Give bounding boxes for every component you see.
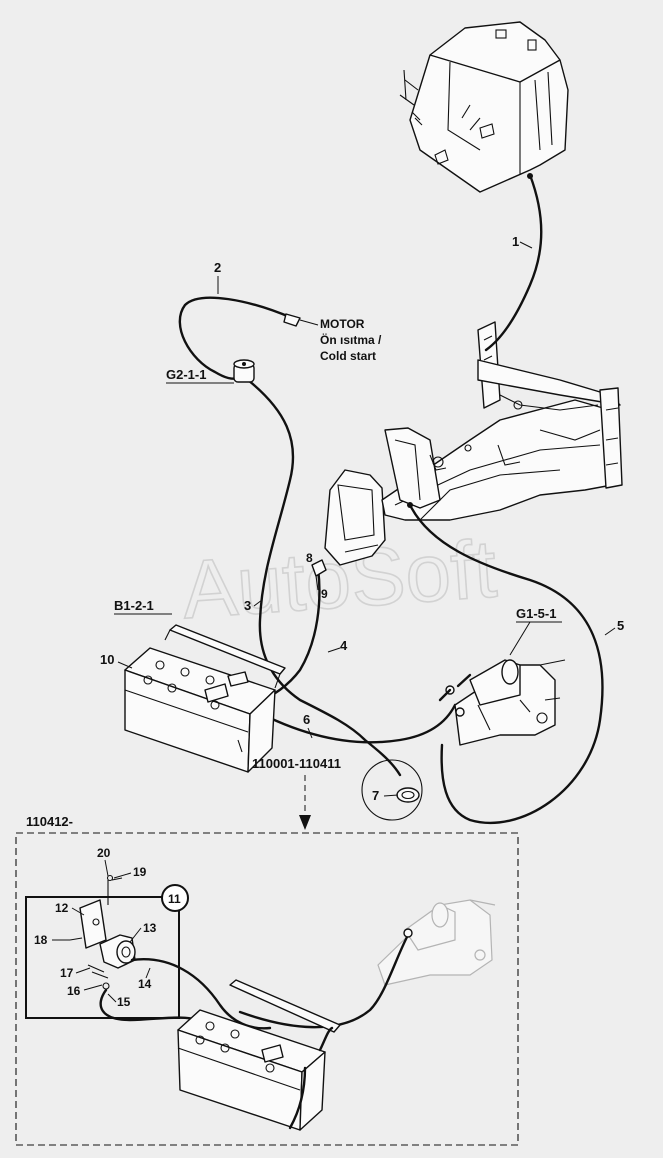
part-label-4: 4 <box>340 638 348 653</box>
part-label-15: 15 <box>117 995 131 1009</box>
part-label-12: 12 <box>55 901 69 915</box>
part-label-5: 5 <box>617 618 624 633</box>
battery-b1 <box>124 624 286 773</box>
ref-b1: B1-2-1 <box>114 598 154 613</box>
part-label-6: 6 <box>303 712 310 727</box>
motor-note-line2: Ön ısıtma / <box>320 332 382 347</box>
part-label-18: 18 <box>34 933 48 947</box>
part-label-2: 2 <box>214 260 221 275</box>
starter-ghost-drawing <box>377 899 496 986</box>
starter-g1 <box>438 659 566 746</box>
part-label-16: 16 <box>67 984 81 998</box>
part-label-14: 14 <box>138 977 152 991</box>
part-label-9: 9 <box>321 587 328 601</box>
preheat-relay-g2 <box>233 359 255 383</box>
motor-note-line3: Cold start <box>320 349 376 363</box>
part-label-7: 7 <box>372 788 379 803</box>
top-labels: 1 2 MOTOR Ön ısıtma / Cold start G2-1-1 … <box>26 234 624 830</box>
part-label-10: 10 <box>100 652 114 667</box>
part-label-8: 8 <box>306 551 313 565</box>
cab-drawing <box>399 21 569 193</box>
ref-g2: G2-1-1 <box>166 367 206 382</box>
detail-labels: 20 19 12 13 18 17 14 16 15 <box>34 846 157 1009</box>
ref-g1: G1-5-1 <box>516 606 556 621</box>
relay-detail-box: 11 <box>25 874 189 1019</box>
serial-range-new: 110412- <box>26 814 73 829</box>
part-label-1: 1 <box>512 234 519 249</box>
part-label-17: 17 <box>60 966 74 980</box>
part-label-3: 3 <box>244 598 251 613</box>
chassis-drawing <box>324 321 623 566</box>
battery-detail <box>177 979 341 1131</box>
part-label-13: 13 <box>143 921 157 935</box>
part-label-11: 11 <box>168 892 181 906</box>
part-label-19: 19 <box>133 865 147 879</box>
part-label-20: 20 <box>97 846 111 860</box>
motor-note-line1: MOTOR <box>320 317 365 331</box>
serial-range-old: 110001-110411 <box>252 756 341 771</box>
